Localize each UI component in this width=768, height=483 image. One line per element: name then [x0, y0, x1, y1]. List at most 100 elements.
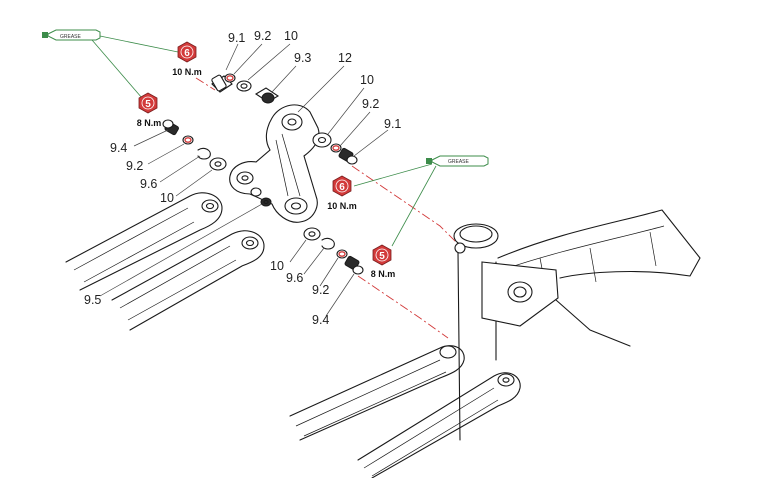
spacer-10-bottom-hole: [308, 231, 316, 237]
axis-line-top: [195, 77, 216, 91]
label-left-9-5: 9.5: [84, 293, 101, 307]
spacer-10-top-hole: [240, 83, 248, 89]
bolt-9-1-right-head: [346, 155, 358, 165]
label-bottom-9-4: 9.4: [312, 313, 329, 327]
torque-badge-left-value: 8 N.m: [137, 118, 162, 128]
bolt-9-4-left-head: [162, 119, 174, 129]
leader-left-9-4: [133, 129, 169, 147]
leader-left-9-6: [159, 155, 201, 183]
rocker-pivot-top-hole: [287, 118, 297, 126]
torque-badge-right-hex: [332, 175, 352, 197]
bolt-9-4-bottom-head: [352, 265, 364, 275]
torque-badge-left-hex: [138, 92, 158, 114]
bearing-9-5-bore: [263, 199, 269, 205]
circlip-9-6-left: [197, 147, 211, 160]
bolt-9-1-top: [211, 74, 227, 92]
frame-stay-upper-detail: [295, 359, 447, 437]
washer-9-2-right-ring: [332, 145, 340, 151]
leader-left-9-2: [147, 143, 185, 165]
circlip-9-6-bottom: [321, 237, 335, 250]
spacer-10-left: [209, 157, 227, 171]
label-top-9-3: 9.3: [294, 51, 311, 65]
grease-tube-top-left-body: [47, 29, 101, 41]
frame-stay-upper: [289, 345, 465, 441]
torque-badge-top-hex: [177, 41, 197, 63]
axis-line-lower: [357, 275, 449, 339]
leader-bottom-9-6: [303, 247, 325, 275]
grease-leader-to-bottom-badge: [391, 165, 437, 247]
spacer-10-top: [236, 80, 252, 92]
washer-9-2-top-ring: [226, 75, 234, 81]
leader-top-9-2: [233, 43, 263, 75]
part-leader-lines: [99, 43, 389, 317]
stay-upper-eyelet-hole: [205, 202, 215, 210]
part-labels: 9.1 9.2 10 9.3 12 10 9.2 9.1 9.4 9.2 9.6…: [84, 29, 401, 327]
grease-leader-to-left-badge: [91, 39, 143, 99]
leader-top-9-3: [271, 65, 297, 93]
label-top-9-2: 9.2: [254, 29, 271, 43]
grease-tube-right-leaders: [353, 163, 437, 247]
frame-stay-lower: [357, 372, 521, 479]
label-bottom-9-2: 9.2: [312, 283, 329, 297]
label-left-9-4: 9.4: [110, 141, 127, 155]
torque-badge-bottom: 5 8 N.m: [371, 244, 396, 279]
torque-badge-right-step: 6: [339, 182, 345, 193]
torque-badge-top-step: 6: [184, 48, 190, 59]
spacer-10-bottom: [303, 227, 321, 241]
rocker-mount-hole: [513, 286, 527, 298]
hardware-left-stack: [162, 119, 227, 171]
torque-badge-right-ring: [335, 179, 349, 193]
grease-leader-to-top-badge: [99, 35, 179, 53]
grease-tube-right-cap: [426, 158, 432, 164]
label-bottom-9-6: 9.6: [286, 271, 303, 285]
stay-upper-outline: [65, 192, 223, 291]
label-top-9-1: 9.1: [228, 31, 245, 45]
stay-lower-detail: [119, 245, 237, 321]
rocker-pivot-bottom: [284, 197, 308, 215]
rocker-web: [275, 133, 301, 197]
leader-right-10: [327, 87, 365, 135]
grease-tube-right: GREASE: [426, 155, 489, 167]
axle-9-3-end: [261, 92, 275, 104]
spacer-10-left-hole: [214, 161, 222, 167]
torque-badge-bottom-hex: [372, 244, 392, 266]
spacer-10-right-hole: [317, 136, 327, 144]
torque-badge-bottom-step: 5: [379, 251, 385, 262]
rocker-pivot-bottom-hole: [290, 202, 302, 210]
leader-right-9-2: [339, 111, 371, 147]
bearing-9-5: [260, 197, 272, 207]
leader-bottom-9-2: [319, 257, 339, 287]
leader-top-12: [297, 65, 345, 113]
label-left-9-2: 9.2: [126, 159, 143, 173]
leader-left-9-5: [99, 203, 263, 297]
torque-badge-right-value: 10 N.m: [327, 201, 357, 211]
rocker-pivot-left: [236, 171, 254, 185]
stay-lower-eyelet-hole: [245, 239, 255, 247]
leader-top-10: [247, 43, 291, 81]
label-bottom-10: 10: [270, 259, 284, 273]
frame-stay-lower-eyelet: [497, 373, 515, 387]
stay-lower-eyelet: [241, 236, 259, 250]
label-right-9-1: 9.1: [384, 117, 401, 131]
torque-badge-bottom-value: 8 N.m: [371, 269, 396, 279]
label-right-9-2: 9.2: [362, 97, 379, 111]
torque-badge-right: 6 10 N.m: [327, 175, 357, 211]
seat-tube-collar: [453, 223, 499, 249]
leader-right-9-1: [353, 129, 389, 157]
down-tube-hint: [555, 299, 631, 347]
hardware-bottom-stack: [303, 227, 364, 275]
torque-badge-left-step: 5: [145, 99, 151, 110]
grease-tube-top-left-leaders: [91, 35, 179, 99]
grease-tube-top-left-label: GREASE: [60, 34, 82, 40]
seat-tube-collar-inner: [459, 225, 493, 243]
rear-stays-left: [65, 192, 265, 331]
frame-stay-lower-detail: [363, 387, 499, 477]
label-left-9-6: 9.6: [140, 177, 157, 191]
stay-upper-eyelet: [201, 199, 219, 213]
label-left-10: 10: [160, 191, 174, 205]
stay-upper-detail: [73, 207, 195, 283]
seat-clamp-bolt: [454, 242, 466, 254]
washer-pivot-left: [250, 187, 262, 197]
spacer-10-right: [312, 132, 332, 148]
